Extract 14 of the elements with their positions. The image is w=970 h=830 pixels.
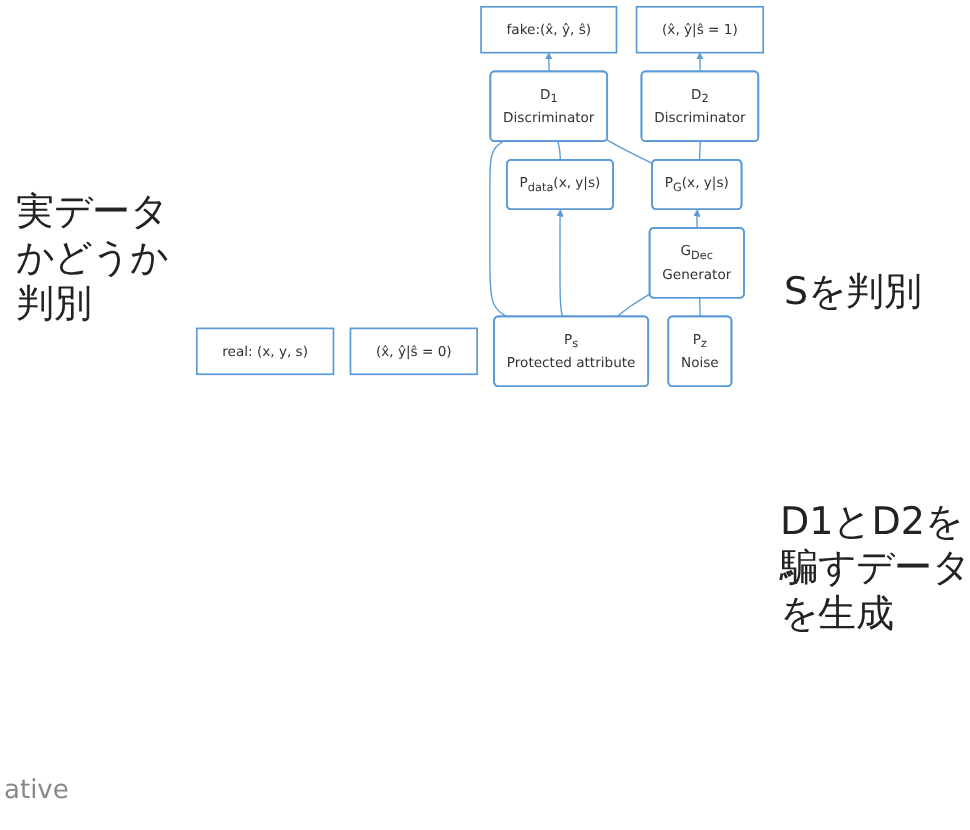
arrow	[696, 52, 704, 73]
arrow	[693, 209, 701, 230]
arrow	[556, 209, 564, 318]
connector	[489, 140, 509, 318]
connector	[616, 293, 651, 318]
note-text: 実データかどうか判別	[16, 190, 170, 327]
note-text: D1とD2を騙すデータを生成	[780, 500, 970, 637]
connector	[557, 140, 562, 161]
arrow	[545, 52, 553, 73]
connector	[699, 297, 701, 318]
note-text: ative	[4, 776, 71, 808]
connector	[698, 140, 701, 161]
note-text: Sを判別	[784, 270, 925, 316]
connector	[606, 139, 654, 165]
